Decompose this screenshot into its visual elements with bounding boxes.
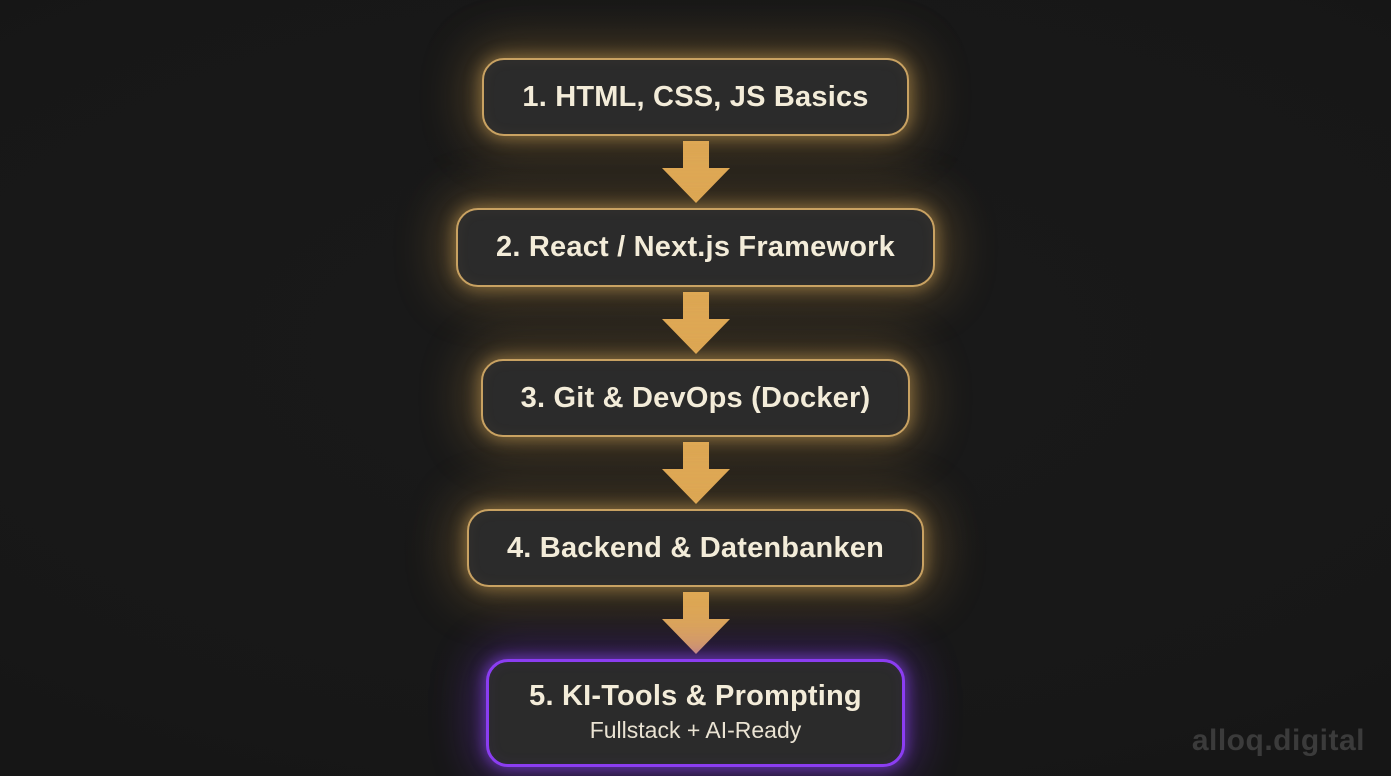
- flow-step-label: 4. Backend & Datenbanken: [506, 531, 885, 564]
- arrow-down-icon: [661, 291, 730, 354]
- flow-step-label: 2. React / Next.js Framework: [496, 231, 895, 264]
- watermark-brand: alloq.digital: [1191, 724, 1365, 757]
- flow-step-box-3: 3. Git & DevOps (Docker): [480, 358, 911, 437]
- flow-step-label: 3. Git & DevOps (Docker): [520, 381, 871, 414]
- flow-step-box-4: 4. Backend & Datenbanken: [466, 508, 925, 587]
- flow-step-box-5: 5. KI-Tools & Prompting Fullstack + AI-R…: [486, 659, 905, 768]
- arrow-down-icon: [661, 441, 730, 504]
- flow-step-box-2: 2. React / Next.js Framework: [456, 208, 935, 287]
- flow-step-subtitle: Fullstack + AI-Ready: [589, 717, 802, 744]
- arrow-down-icon: [661, 592, 730, 654]
- flow-step-label: 5. KI-Tools & Prompting: [529, 680, 862, 712]
- arrow-down-icon: [661, 141, 730, 204]
- flow-step-box-1: 1. HTML, CSS, JS Basics: [482, 58, 909, 137]
- flow-step-label: 1. HTML, CSS, JS Basics: [522, 81, 869, 113]
